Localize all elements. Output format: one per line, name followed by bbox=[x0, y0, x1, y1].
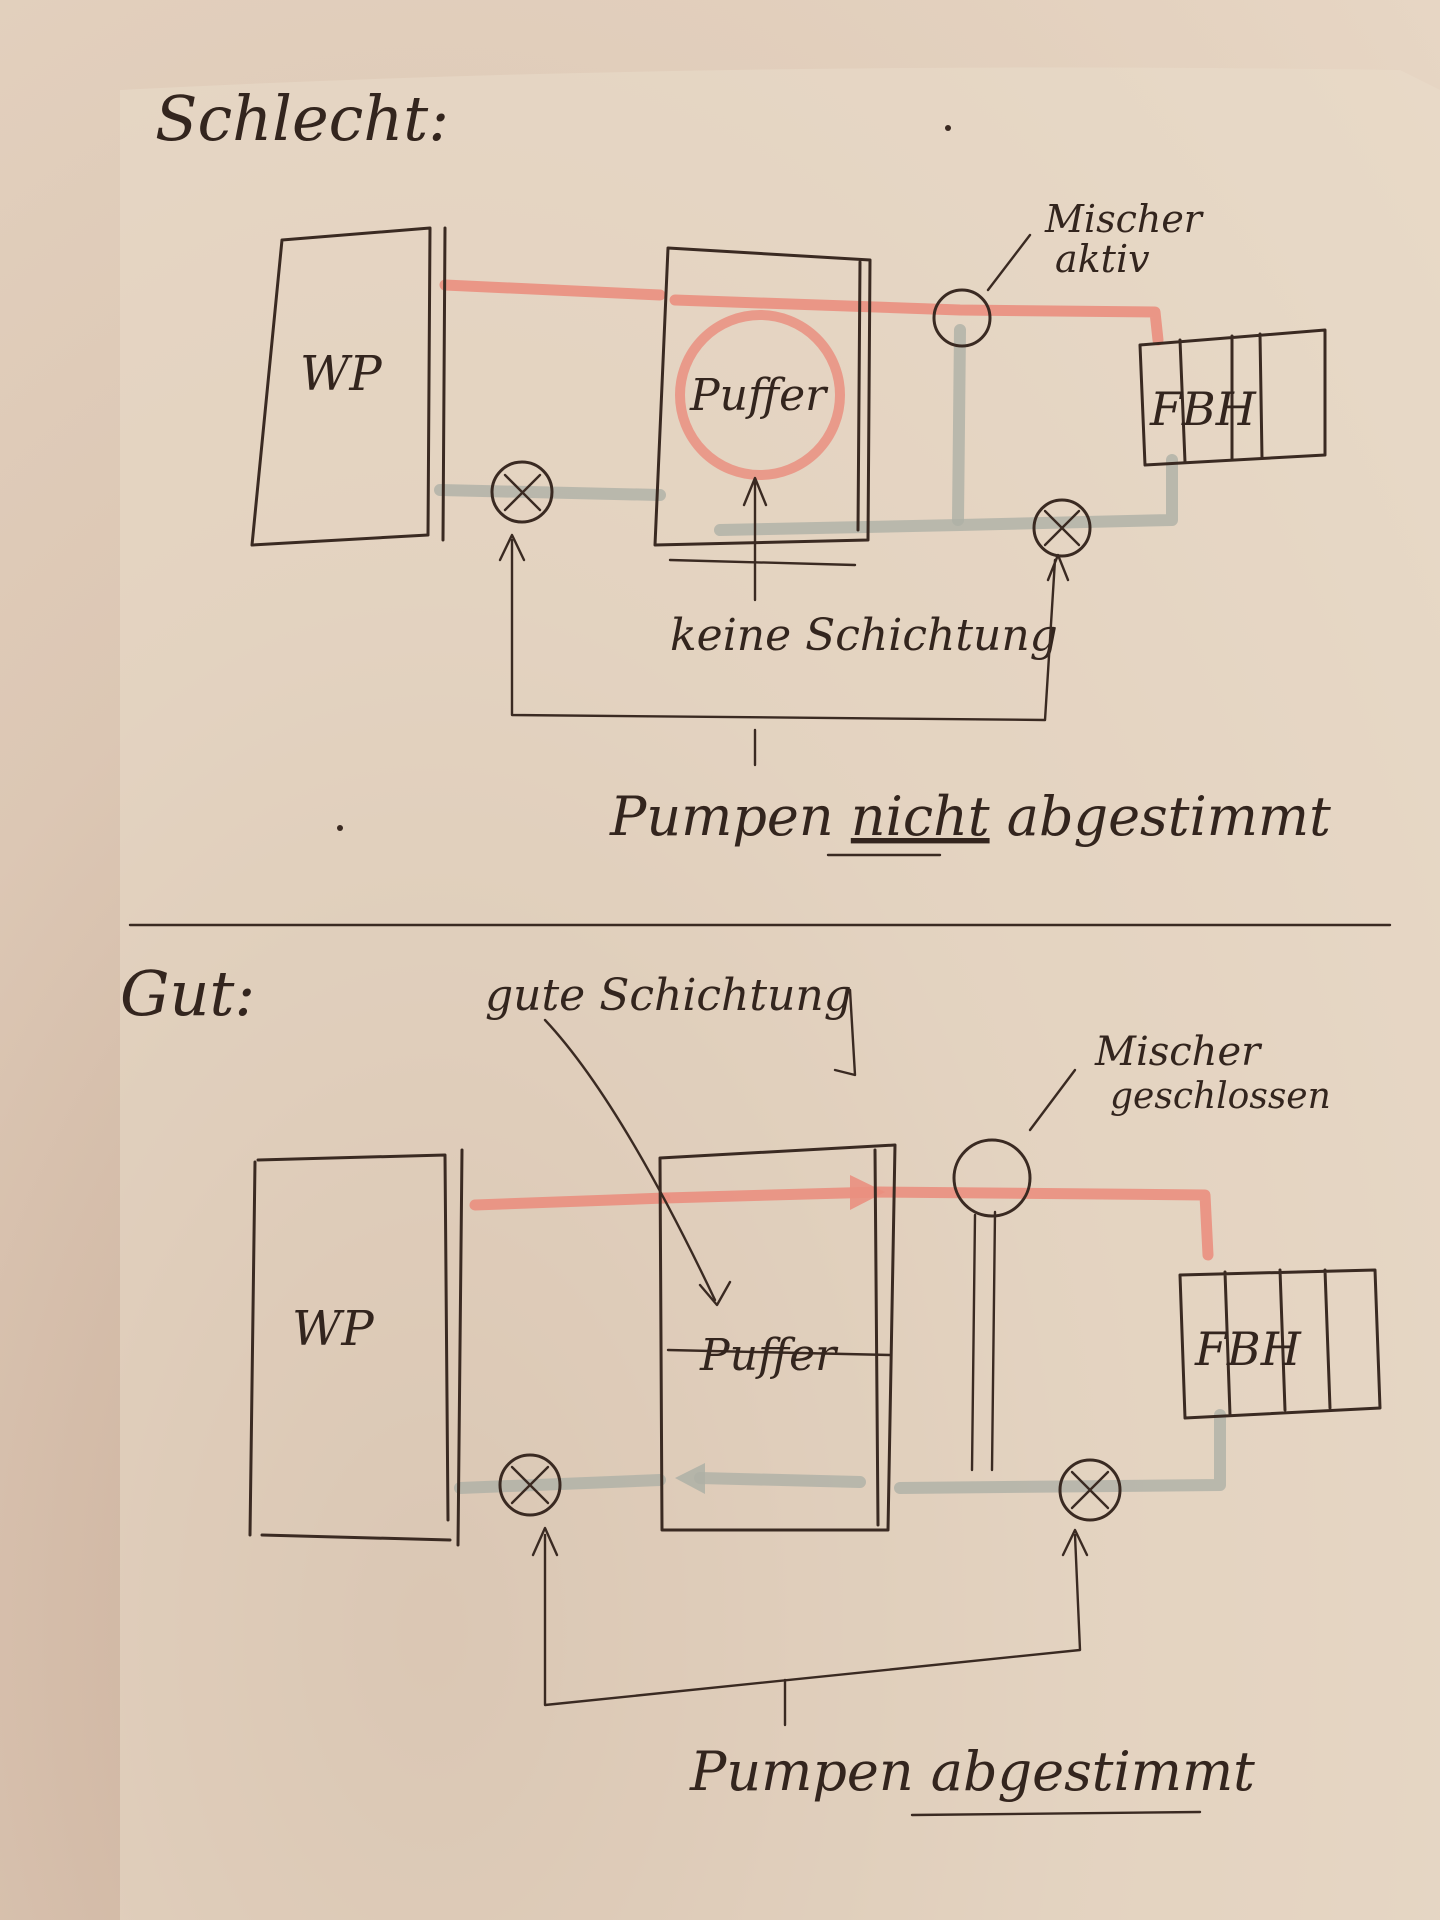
buffer-box bbox=[658, 1143, 897, 1532]
pump-icon bbox=[498, 1453, 562, 1517]
flow-pipe-wp-buffer bbox=[439, 279, 666, 301]
good-setup: Gut: WP Puffer FBH Mischer geschlossen bbox=[120, 957, 1382, 1817]
mixing-loop bbox=[675, 310, 845, 480]
bad-setup: Schlecht: WP Puffer FBH Mischer aktiv bbox=[155, 82, 1331, 857]
buffer-label: Puffer bbox=[689, 370, 829, 421]
mixer-label-line2: geschlossen bbox=[1110, 1076, 1331, 1117]
ink-dot bbox=[945, 125, 951, 131]
footer-bad-prefix: Pumpen bbox=[609, 785, 851, 848]
annotation-bracket bbox=[833, 988, 857, 1077]
flow-pipe-wp-buffer bbox=[469, 1192, 671, 1211]
annotation-arrow-icon bbox=[543, 1018, 732, 1307]
heatpump-label: WP bbox=[300, 346, 382, 402]
flow-pipe-buffer-fbh bbox=[669, 294, 1164, 346]
pump-control-line bbox=[531, 1526, 1089, 1707]
buffer-layer-line bbox=[666, 1348, 892, 1357]
footer-good-prefix: Pumpen bbox=[689, 1740, 931, 1803]
pump-icon bbox=[490, 460, 554, 524]
annotation-arrow-icon bbox=[742, 476, 768, 602]
pump-control-line bbox=[498, 533, 1070, 722]
return-pipe-fbh-buffer bbox=[894, 1409, 1226, 1494]
footer-good-emphasis: abgestimmt bbox=[931, 1740, 1255, 1803]
fbh-box bbox=[1178, 1268, 1382, 1420]
mixer-label-line2: aktiv bbox=[1055, 237, 1150, 281]
return-arrow-icon bbox=[675, 1463, 705, 1494]
mixer-label-line1: Mischer bbox=[1044, 197, 1205, 241]
return-pipe-buffer-wp bbox=[434, 484, 666, 501]
mixer-label-line1: Mischer bbox=[1094, 1029, 1263, 1075]
flow-arrow-icon bbox=[850, 1175, 885, 1210]
ink-dot bbox=[337, 825, 343, 831]
mixer-bypass-closed bbox=[970, 1210, 997, 1472]
mixer-leader-line bbox=[1028, 1068, 1077, 1132]
return-pipe-in-buffer bbox=[694, 1472, 866, 1488]
footer-good: Pumpen abgestimmt bbox=[689, 1740, 1255, 1803]
fbh-box bbox=[1138, 328, 1327, 467]
annotation-bracket bbox=[668, 558, 857, 567]
buffer-box bbox=[653, 246, 872, 547]
mixer-valve-icon bbox=[952, 1138, 1032, 1218]
footer-bad: Pumpen nicht abgestimmt bbox=[609, 785, 1331, 848]
heading-good: Gut: bbox=[120, 957, 255, 1030]
heatpump-box bbox=[248, 1148, 464, 1547]
pump-icon bbox=[1032, 498, 1092, 558]
annotation-good: gute Schichtung bbox=[485, 970, 852, 1021]
buffer-label: Puffer bbox=[699, 1330, 839, 1381]
page-edge bbox=[120, 67, 1440, 1920]
fbh-label: FBH bbox=[1149, 382, 1257, 436]
fbh-label: FBH bbox=[1194, 1322, 1302, 1376]
flow-pipe-buffer-fbh bbox=[659, 1186, 1214, 1261]
footer-bad-emphasis: nicht bbox=[851, 785, 990, 848]
mixer-leader-line bbox=[986, 233, 1032, 292]
footer-good-underline bbox=[910, 1810, 1202, 1817]
heatpump-box bbox=[250, 226, 447, 547]
pump-icon bbox=[1058, 1458, 1122, 1522]
annotation-bad: keine Schichtung bbox=[670, 610, 1058, 661]
mixer-valve-icon bbox=[932, 288, 992, 348]
footer-bad-suffix: abgestimmt bbox=[990, 785, 1332, 848]
heading-bad: Schlecht: bbox=[155, 82, 449, 155]
heatpump-label: WP bbox=[292, 1301, 374, 1357]
mixer-bypass-pipe bbox=[952, 324, 966, 526]
